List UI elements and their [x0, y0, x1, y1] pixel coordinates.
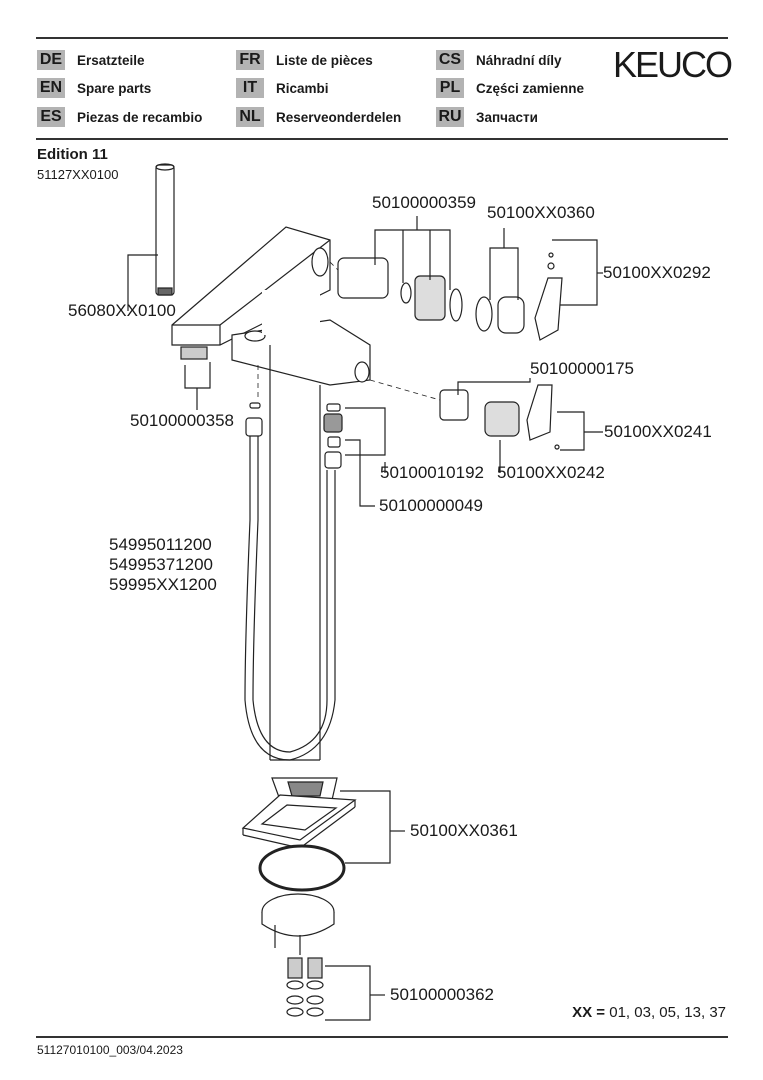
- part-label: 50100000362: [390, 985, 495, 1004]
- part-label: 50100XX0241: [604, 422, 712, 441]
- part-label: 50100XX0361: [410, 821, 518, 840]
- part-label: 50100010192: [380, 463, 485, 482]
- document-id: 51127010100_003/04.2023: [37, 1043, 183, 1057]
- part-label: 50100000175: [530, 359, 635, 378]
- hand-shower-illustration: [155, 163, 175, 296]
- color-code-legend: XX = 01, 03, 05, 13, 37: [572, 1004, 726, 1021]
- mixer-body-illustration: [171, 226, 371, 761]
- connectors-illustration: [286, 957, 324, 1017]
- series-title: Edition 11: [37, 146, 108, 163]
- part-label: 50100000359: [372, 193, 477, 212]
- part-label: 50100000049: [379, 496, 484, 515]
- part-label: 56080XX0100: [68, 301, 176, 320]
- aerator-illustration: [180, 346, 208, 360]
- hose-illustration: [244, 402, 343, 761]
- footer-rule: [36, 1036, 728, 1038]
- article-number: 51127XX0100: [37, 167, 119, 182]
- part-label: 54995371200: [109, 555, 214, 574]
- top-rule: [36, 37, 728, 39]
- part-label: 50100000358: [130, 411, 235, 430]
- part-label: 54995011200: [109, 535, 212, 554]
- cartridge-parts-illustration: [337, 252, 563, 450]
- part-label: 50100XX0242: [497, 463, 605, 482]
- header-rule: [36, 138, 728, 140]
- part-label: 50100XX0360: [487, 203, 595, 222]
- part-label: 50100XX0292: [603, 263, 711, 282]
- keuco-logo: KEUCO: [613, 44, 733, 85]
- part-label: 59995XX1200: [109, 575, 217, 594]
- base-illustration: [241, 777, 357, 955]
